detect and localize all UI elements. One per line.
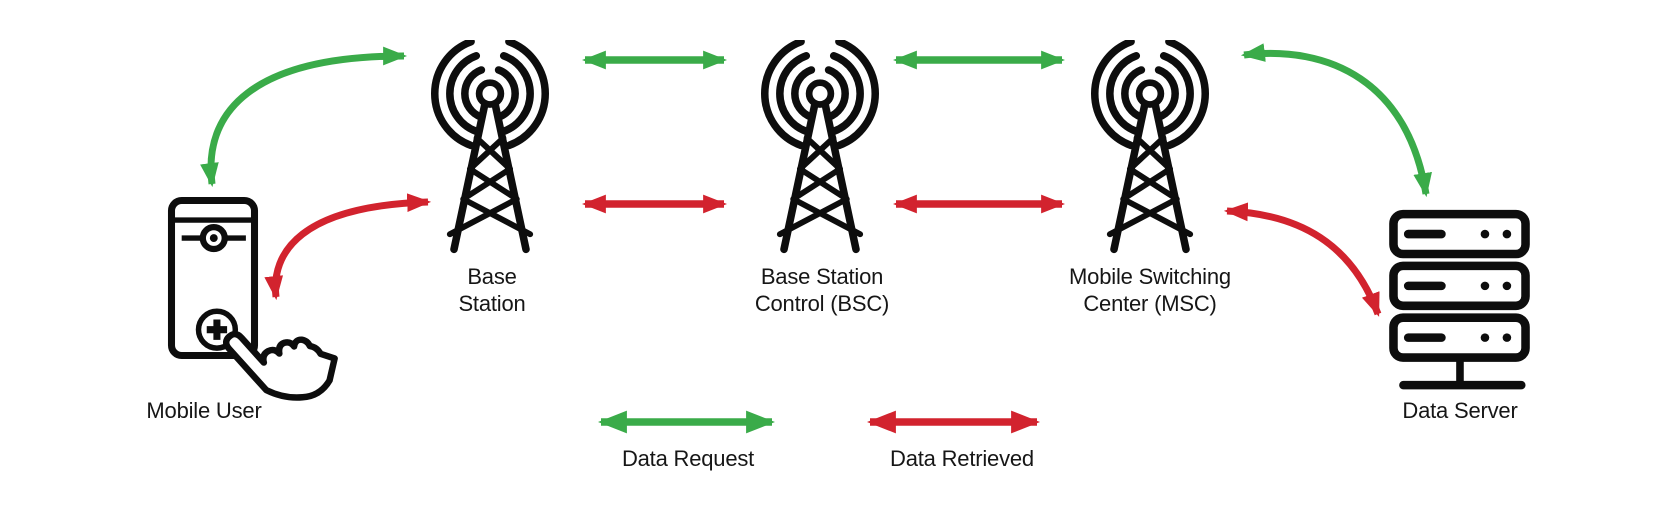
label-line: Mobile Switching bbox=[1069, 264, 1231, 289]
arrow-data-request-mobile-base bbox=[200, 46, 408, 188]
arrow-data-retrieved-mobile-base bbox=[264, 193, 432, 301]
label-line: Center (MSC) bbox=[1083, 291, 1217, 316]
label-line: Base Station bbox=[760, 264, 884, 289]
legend-label-data-retrieved: Data Retrieved bbox=[890, 446, 1034, 471]
tap-hand-icon bbox=[223, 330, 338, 401]
label-line: Station bbox=[458, 291, 526, 316]
node-label-mobile-user: Mobile User bbox=[146, 397, 261, 424]
label-line: Data Server bbox=[1402, 398, 1518, 423]
legend-label-data-request: Data Request bbox=[621, 446, 755, 471]
server-rack-icon bbox=[1389, 209, 1530, 390]
arrow-data-retrieved-msc-server bbox=[1223, 202, 1382, 317]
label-line: Mobile User bbox=[146, 398, 262, 423]
node-label-base-station-control: Base Station Control (BSC) bbox=[754, 263, 890, 317]
label-line: Control (BSC) bbox=[754, 291, 890, 316]
node-label-base-station: Base Station bbox=[458, 263, 525, 317]
node-label-mobile-switching-center: Mobile Switching Center (MSC) bbox=[1069, 263, 1231, 317]
arrow-data-request-msc-server bbox=[1240, 43, 1432, 198]
label-line: Base bbox=[467, 264, 517, 289]
node-label-data-server: Data Server bbox=[1402, 397, 1517, 424]
smartphone-icon bbox=[167, 196, 259, 360]
